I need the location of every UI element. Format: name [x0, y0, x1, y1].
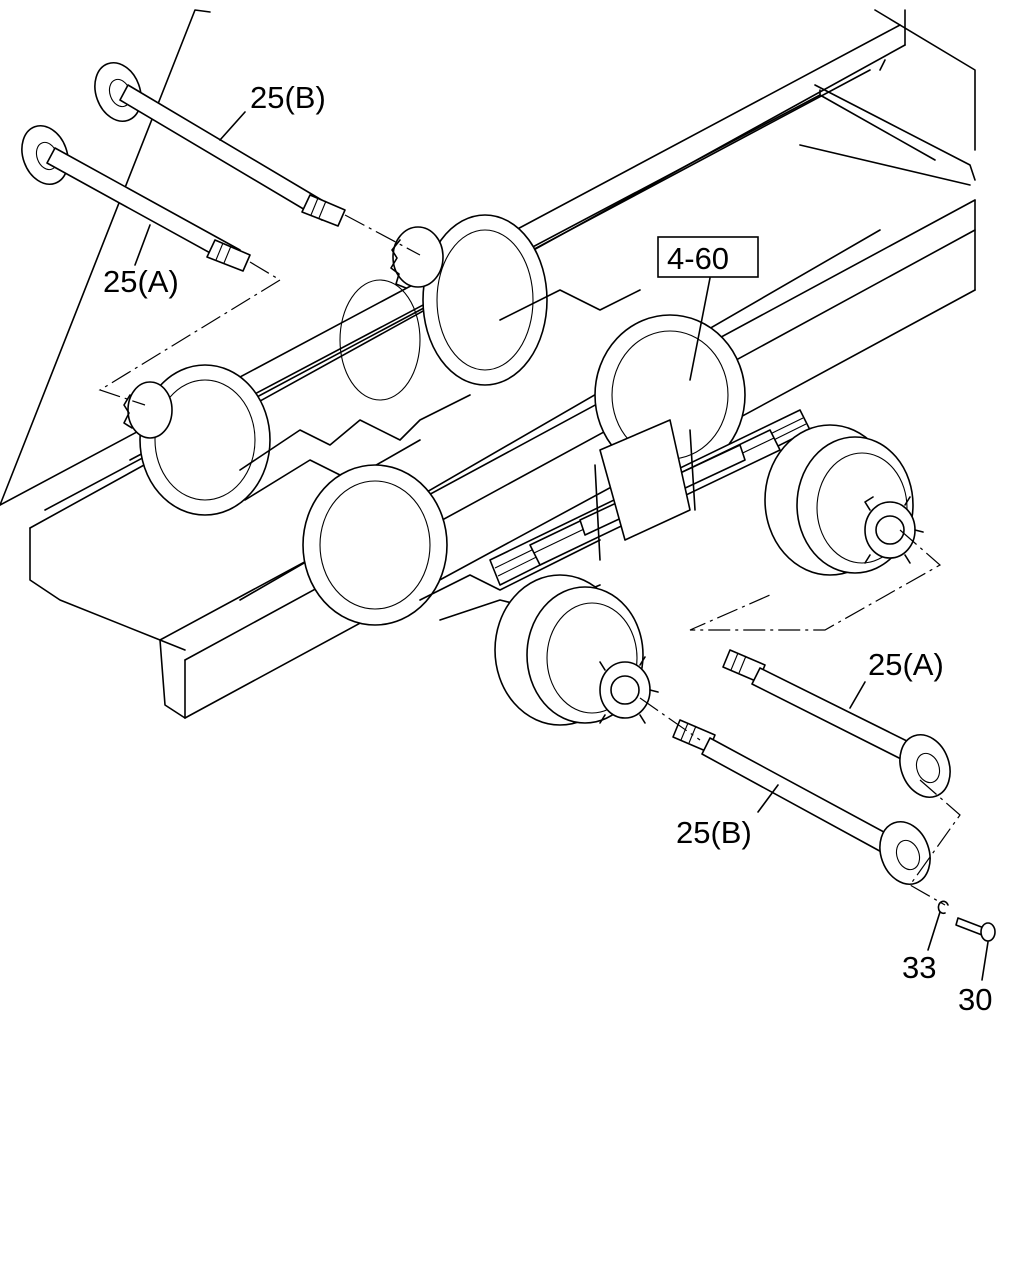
- callout-33: 33: [902, 950, 936, 985]
- axle-shaft-25b-upper: [94, 62, 346, 227]
- alignment-lines: [98, 214, 961, 906]
- callout-30: 30: [958, 982, 992, 1017]
- reference-box-4-60: 4-60: [657, 236, 759, 278]
- hub-drum-upper: [764, 424, 924, 576]
- callout-25b-upper: 25(B): [250, 80, 326, 115]
- callout-4-60: 4-60: [667, 241, 729, 276]
- axle-shaft-25b-lower: [672, 719, 931, 885]
- callout-25a-lower: 25(A): [868, 647, 944, 682]
- drive-axle-housing: [302, 314, 746, 626]
- axle-shaft-25a-lower: [722, 649, 951, 798]
- axle-shaft-25a-upper: [21, 125, 251, 272]
- hub-bolt: [955, 917, 996, 942]
- callout-25b-lower: 25(B): [676, 815, 752, 850]
- hub-drum-lower: [494, 574, 659, 726]
- leaf-spring: [489, 409, 811, 586]
- callout-25a-upper: 25(A): [103, 264, 179, 299]
- leader-lines: [134, 111, 989, 981]
- rear-axle-housing: [123, 214, 641, 516]
- lock-washer: [937, 900, 949, 915]
